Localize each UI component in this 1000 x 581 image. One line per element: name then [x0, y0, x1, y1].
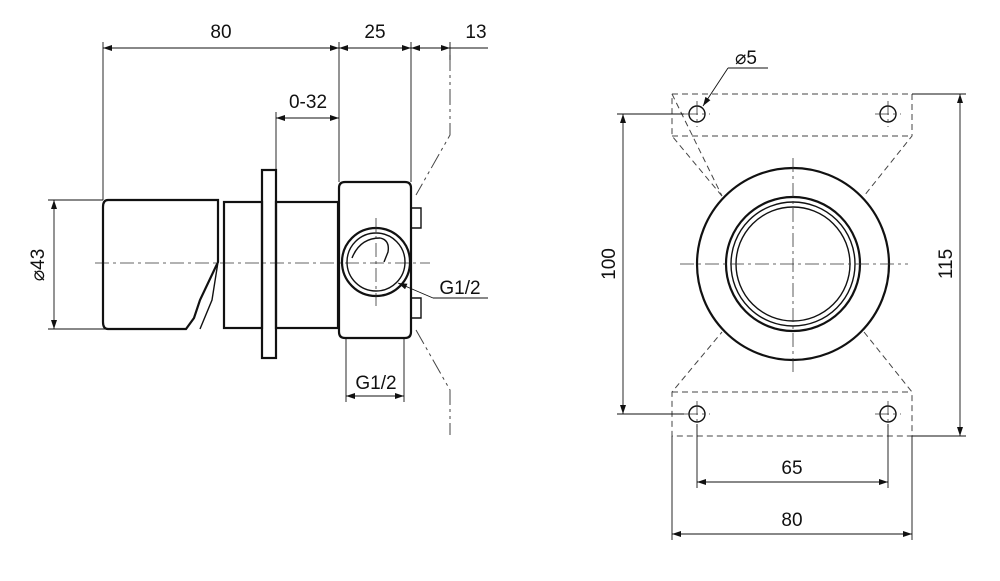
port-upper	[411, 207, 422, 229]
wall-flange	[260, 168, 278, 360]
stem	[274, 200, 340, 330]
side-view: 80 25 13 0-32 ⌀43 G1/2 G1/2	[28, 22, 488, 435]
valve-body	[337, 180, 413, 340]
handle-bevel-edge	[199, 261, 219, 330]
port-cutaway	[351, 237, 390, 263]
dim-hole-diameter: ⌀5	[735, 48, 757, 69]
handle-knob	[101, 198, 220, 331]
leader-outlet	[397, 282, 434, 299]
label-inlet-thread: G1/2	[355, 373, 396, 394]
dim-total-length: 80	[210, 22, 231, 43]
front-view: 100 115 65 80 ⌀5	[599, 48, 966, 540]
dim-handle-diameter: ⌀43	[28, 249, 49, 282]
label-outlet-thread: G1/2	[439, 278, 480, 299]
port-lower	[411, 297, 422, 319]
leader-hole-diameter	[702, 67, 729, 107]
dim-width: 80	[781, 510, 802, 531]
sleeve	[222, 200, 264, 330]
dim-height-inner: 100	[599, 248, 620, 280]
wall-phantom-line	[415, 55, 451, 435]
dim-body-depth: 25	[364, 22, 385, 43]
outlet-port-inner	[346, 232, 406, 292]
mounting-plate-outline	[671, 93, 913, 437]
dim-hole-spacing: 65	[781, 458, 802, 479]
dim-adjust-range: 0-32	[289, 92, 327, 113]
dim-wall-offset: 13	[465, 22, 486, 43]
dim-height-outer: 115	[936, 249, 957, 279]
